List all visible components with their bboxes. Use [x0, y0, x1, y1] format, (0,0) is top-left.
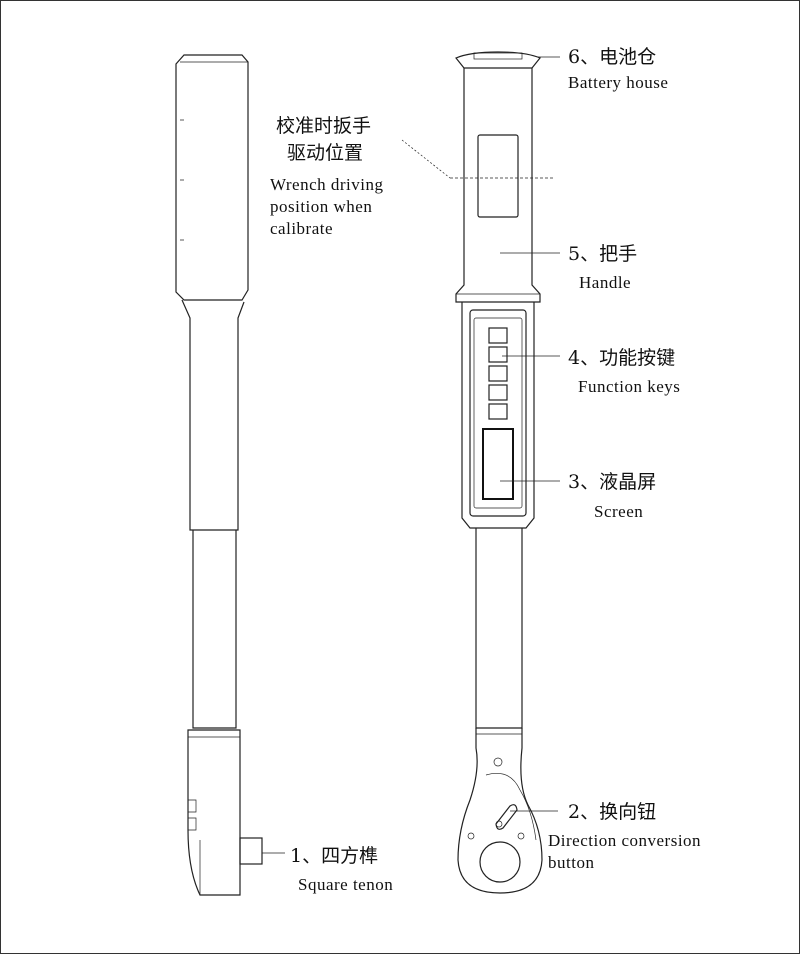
- battery-cap: [455, 51, 541, 69]
- handle-label-en: Handle: [579, 273, 631, 292]
- direction-label-en-2: button: [548, 853, 594, 872]
- handle-grip: [455, 68, 541, 303]
- function-key-5[interactable]: [488, 403, 508, 420]
- battery-label-en: Battery house: [568, 73, 668, 92]
- shaft: [475, 528, 523, 729]
- screen-label-cn: 3、液晶屏: [568, 471, 656, 493]
- function-key-3[interactable]: [488, 365, 508, 382]
- function-key-1[interactable]: [488, 327, 508, 344]
- direction-label-cn: 2、换向钮: [568, 801, 656, 823]
- function-keys-label-en: Function keys: [578, 377, 680, 396]
- wrench-front-view: [455, 51, 543, 894]
- square-tenon-label-cn: 1、四方榫: [290, 845, 378, 867]
- function-keys-label-cn: 4、功能按键: [568, 347, 675, 369]
- square-tenon-label-en: Square tenon: [298, 875, 393, 894]
- calibrate-label-en-1: Wrench driving: [270, 175, 383, 194]
- lcd-screen: [482, 428, 514, 500]
- function-key-4[interactable]: [488, 384, 508, 401]
- calibrate-label-cn-1: 校准时扳手: [276, 115, 371, 137]
- ratchet-head: [457, 728, 543, 894]
- direction-button[interactable]: [495, 804, 518, 830]
- handle-label-cn: 5、把手: [568, 243, 637, 265]
- screen-label-en: Screen: [594, 502, 643, 521]
- calibrate-label-en-3: calibrate: [270, 219, 333, 238]
- battery-label-cn: 6、电池仓: [568, 46, 656, 68]
- wrench-side-view: [175, 54, 263, 896]
- calibrate-label-cn-2: 驱动位置: [287, 142, 363, 164]
- direction-label-en-1: Direction conversion: [548, 831, 701, 850]
- leader-lines: [262, 56, 560, 854]
- calibrate-label-en-2: position when: [270, 197, 372, 216]
- function-key-2[interactable]: [488, 346, 508, 363]
- key-panel: [461, 302, 535, 529]
